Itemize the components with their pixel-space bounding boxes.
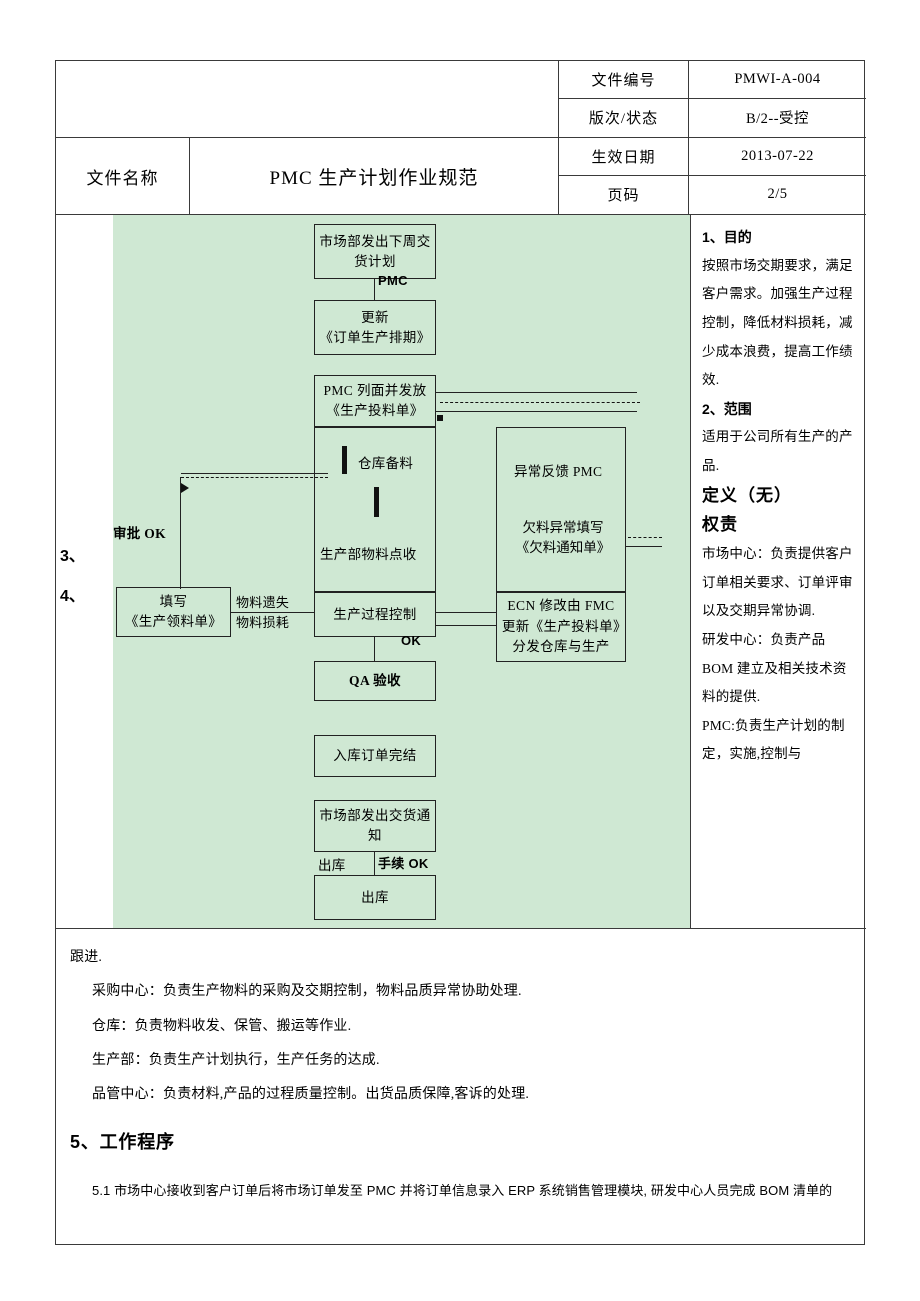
flowbox-shortage-notice: 欠料异常填写 《欠料通知单》 — [515, 520, 611, 556]
connector-line — [231, 612, 314, 613]
file-name-label: 文件名称 — [56, 138, 190, 214]
connector-line — [436, 411, 637, 412]
page-number-value: 2/5 — [767, 186, 788, 203]
tick-mark — [374, 487, 379, 517]
flowbox-label: 出库 — [361, 889, 389, 905]
document-body-upper: 3、 4、 市场部发出下周交货计划 PMC 更新 《订单生产排期》 PMC 列面… — [56, 214, 866, 929]
connector-line — [180, 477, 181, 589]
document-page: 文件名称 PMC 生产计划作业规范 文件编号 PMWI-A-004 版次/状态 … — [55, 60, 866, 1246]
paragraph-warehouse: 仓库：负责物料收发、保管、搬运等作业. — [92, 1018, 352, 1034]
table-row: 生效日期 2013-07-22 — [559, 137, 866, 176]
flowbox-ship-out: 出库 — [314, 875, 436, 920]
effective-date-value: 2013-07-22 — [741, 147, 814, 164]
paragraph-production-dept: 生产部：负责生产计划执行，生产任务的达成. — [92, 1052, 380, 1068]
flowbox-label: 生产过程控制 — [333, 606, 417, 622]
connector-line — [374, 852, 375, 875]
connector-line — [436, 625, 496, 626]
flowbox-abnormal-group — [496, 427, 626, 592]
flowbox-stock-in-complete: 入库订单完结 — [314, 735, 436, 777]
paragraph-scope: 适用于公司所有生产的产品. — [702, 429, 853, 474]
flow-label-pmc: PMC — [378, 273, 408, 288]
effective-date-label: 生效日期 — [559, 137, 689, 175]
doc-number-value: PMWI-A-004 — [734, 71, 821, 88]
connector-endpoint — [437, 415, 443, 421]
header-meta-table: 文件编号 PMWI-A-004 版次/状态 B/2--受控 生效日期 2013-… — [558, 61, 866, 214]
connector-line — [374, 279, 375, 300]
connector-line — [626, 546, 662, 547]
flowbox-qa-check: QA 验收 — [314, 661, 436, 701]
flowbox-abnormal-feedback: 异常反馈 PMC — [514, 464, 603, 479]
margin-number-4: 4、 — [60, 588, 85, 605]
flow-label-procedure-ok: 手续 OK — [378, 856, 429, 871]
flowbox-label: 入库订单完结 — [333, 748, 417, 764]
flowbox-label: 市场部发出下周交货计划 — [319, 233, 431, 269]
paragraph-continuation: 跟进. — [70, 950, 103, 965]
flowbox-label: 填写 《生产领料单》 — [124, 594, 223, 629]
flowbox-pmc-issue: PMC 列面并发放 《生产投料单》 — [314, 375, 436, 427]
flowbox-market-delivery-notice: 市场部发出交货通知 — [314, 800, 436, 852]
flowbox-material-receive: 生产部物料点收 — [320, 547, 417, 562]
flowbox-label: 市场部发出交货通知 — [319, 808, 431, 843]
flow-label-ok: OK — [401, 633, 422, 648]
table-row: 文件编号 PMWI-A-004 — [559, 61, 866, 100]
flowbox-process-control: 生产过程控制 — [314, 592, 436, 637]
paragraph-quality-center: 品管中心：负责材料,产品的过程质量控制。出货品质保障,客诉的处理. — [92, 1087, 530, 1103]
connector-dashed — [440, 402, 640, 403]
connector-line — [436, 612, 496, 613]
version-status-value: B/2--受控 — [745, 111, 810, 128]
flowchart-background — [113, 215, 690, 928]
file-name-row: 文件名称 PMC 生产计划作业规范 — [56, 137, 558, 214]
document-header-table: 文件名称 PMC 生产计划作业规范 文件编号 PMWI-A-004 版次/状态 … — [56, 61, 866, 214]
connector-dashed — [181, 477, 328, 478]
paragraph-market-center: 市场中心：负责提供客户订单相关要求、订单评审以及交期异常协调. — [702, 546, 853, 619]
flowbox-prep-receive-group — [314, 427, 436, 592]
section-heading-scope: 2、范围 — [702, 400, 752, 417]
file-name-value: PMC 生产计划作业规范 — [269, 167, 479, 189]
flow-label-material-loss: 物料遗失 物料损耗 — [236, 595, 290, 631]
connector-dashed — [628, 537, 662, 538]
connector-line — [436, 392, 637, 393]
flowbox-warehouse-prep: 仓库备料 — [358, 456, 414, 471]
section-heading-responsibility: 权责 — [702, 515, 738, 535]
page-number-label: 页码 — [559, 175, 689, 214]
paragraph-pmc: PMC:负责生产计划的制定，实施,控制与 — [702, 717, 845, 762]
flow-label-out-of-stock: 出库 — [318, 858, 346, 873]
section-heading-purpose: 1、目的 — [702, 229, 752, 245]
flowbox-label: QA 验收 — [349, 673, 401, 689]
table-row: 页码 2/5 — [559, 175, 866, 214]
section-heading-definition: 定义（无） — [702, 485, 792, 505]
document-body-lower: 跟进. 采购中心：负责生产物料的采购及交期控制，物料品质异常协助处理. 仓库：负… — [56, 929, 866, 1246]
flowbox-label: 更新 《订单生产排期》 — [319, 309, 431, 345]
doc-number-label: 文件编号 — [559, 61, 689, 99]
table-row: 版次/状态 B/2--受控 — [559, 99, 866, 138]
process-flowchart: 3、 4、 市场部发出下周交货计划 PMC 更新 《订单生产排期》 PMC 列面… — [56, 215, 691, 928]
paragraph-purchasing-center: 采购中心：负责生产物料的采购及交期控制，物料品质异常协助处理. — [92, 984, 522, 1000]
connector-line — [181, 473, 328, 474]
flowbox-ecn-change: ECN 修改由 FMC 更新《生产投料单》分发仓库与生产 — [496, 592, 626, 662]
paragraph-rd-center: 研发中心：负责产品 BOM 建立及相关技术资料的提供. — [702, 631, 847, 705]
header-left-block: 文件名称 PMC 生产计划作业规范 — [56, 61, 558, 214]
flowbox-update-schedule: 更新 《订单生产排期》 — [314, 300, 436, 355]
flowbox-fill-requisition: 填写 《生产领料单》 — [116, 587, 231, 637]
flowbox-label: ECN 修改由 FMC 更新《生产投料单》分发仓库与生产 — [501, 597, 621, 655]
section-heading-work-procedure: 5、工作程序 — [70, 1132, 175, 1153]
paragraph-purpose: 按照市场交期要求，满足客户需求。加强生产过程控制，降低材料损耗，减少成本浪费，提… — [702, 257, 853, 388]
tick-mark — [342, 446, 347, 474]
flowbox-market-week-plan: 市场部发出下周交货计划 — [314, 224, 436, 279]
flowbox-label: PMC 列面并发放 《生产投料单》 — [323, 383, 427, 418]
right-text-column: 1、目的 按照市场交期要求，满足客户需求。加强生产过程控制，降低材料损耗，减少成… — [691, 215, 866, 928]
margin-number-3: 3、 — [60, 548, 85, 565]
flow-label-approve-ok: 审批 OK — [113, 526, 166, 541]
paragraph-step-5-1: 5.1 市场中心接收到客户订单后将市场订单发至 PMC 并将订单信息录入 ERP… — [92, 1183, 833, 1199]
version-status-label: 版次/状态 — [559, 99, 689, 137]
arrow-right-icon — [181, 483, 189, 493]
connector-line — [374, 637, 375, 661]
